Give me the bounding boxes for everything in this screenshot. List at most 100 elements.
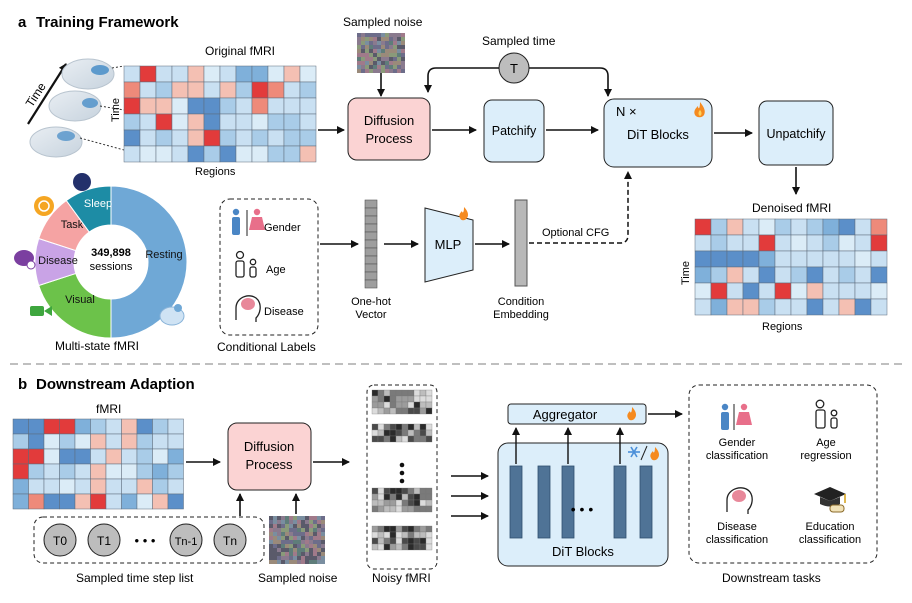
noisy-cell <box>383 525 391 533</box>
noisy-cell <box>383 395 391 403</box>
heatmap-cell <box>167 463 184 480</box>
noise-pixel <box>373 69 377 73</box>
noisy-cell <box>407 505 415 513</box>
heatmap-cell <box>167 418 184 435</box>
noise-pixel <box>369 69 373 73</box>
heatmap-cell <box>171 97 189 115</box>
noise-pixel <box>393 65 397 69</box>
heatmap-cell <box>59 463 76 480</box>
heatmap-cell <box>155 129 173 147</box>
heatmap-cell <box>854 218 872 236</box>
noisy-cell <box>395 423 403 431</box>
layer-to-aggregator-arrows <box>512 427 624 464</box>
noise-pixel <box>297 532 301 536</box>
heatmap-cell <box>152 478 169 495</box>
noise-pixel <box>321 552 325 556</box>
noise-pixel <box>305 556 309 560</box>
heatmap-cell <box>694 218 712 236</box>
slash-divider <box>640 445 648 461</box>
task-age-line2: regression <box>800 450 851 462</box>
heatmap-cell <box>167 493 184 510</box>
noise-pixel <box>381 61 385 65</box>
noise-pixel <box>389 69 393 73</box>
heatmap-cell <box>219 129 237 147</box>
noise-pixel <box>293 540 297 544</box>
noise-pixel <box>297 552 301 556</box>
heatmap-cell <box>28 478 45 495</box>
heatmap-cell <box>155 81 173 99</box>
noise-pixel <box>277 544 281 548</box>
noise-pixel <box>313 532 317 536</box>
noisy-cell <box>419 487 427 495</box>
section-a-title: Training Framework <box>36 14 179 31</box>
downstream-tasks-box <box>688 384 878 564</box>
noise-pixel <box>317 544 321 548</box>
heatmap-cell <box>774 250 792 268</box>
projection-line <box>99 105 125 111</box>
heatmap-cell <box>203 65 221 83</box>
heatmap-cell <box>187 145 205 163</box>
noise-pixel <box>313 528 317 532</box>
noisy-cell <box>371 429 379 437</box>
noisy-cell <box>383 389 391 397</box>
heatmap-cell <box>870 266 888 284</box>
heatmap-cell <box>28 493 45 510</box>
fmri-label: fMRI <box>96 402 121 416</box>
heatmap-cell <box>167 478 184 495</box>
denoised-regions-label: Regions <box>762 321 803 333</box>
heatmap-cell <box>123 113 141 131</box>
noisy-cell <box>383 435 391 443</box>
denoised-time-label: Time <box>680 261 692 285</box>
noise-pixel <box>293 524 297 528</box>
mlp-block <box>424 207 474 283</box>
noise-pixel <box>289 520 293 524</box>
heatmap-cell <box>742 250 760 268</box>
flame-icon <box>650 447 659 461</box>
noise-pixel <box>281 556 285 560</box>
heatmap-cell <box>74 478 91 495</box>
noise-pixel <box>365 65 369 69</box>
noise-pixel <box>293 560 297 564</box>
noise-pixel <box>273 548 277 552</box>
noise-pixel <box>277 528 281 532</box>
noise-pixel <box>397 53 401 57</box>
noisy-cell <box>401 531 409 539</box>
noise-pixel <box>377 65 381 69</box>
optional-cfg-arrow <box>529 171 632 244</box>
noise-pixel <box>357 45 361 49</box>
noise-pixel <box>313 560 317 564</box>
noise-pixel <box>317 524 321 528</box>
noise-pixel <box>365 45 369 49</box>
heatmap-cell <box>171 81 189 99</box>
noise-pixel <box>269 540 273 544</box>
conditional-labels-caption: Conditional Labels <box>217 340 316 354</box>
noise-pixel <box>321 516 325 520</box>
heatmap-cell <box>283 97 301 115</box>
noise-pixel <box>385 65 389 69</box>
brain-icon <box>29 126 83 158</box>
noise-pixel <box>393 45 397 49</box>
patchify-box <box>483 99 545 163</box>
noise-pixel <box>381 69 385 73</box>
heatmap-cell <box>123 65 141 83</box>
noise-pixel <box>365 33 369 37</box>
heatmap-cell <box>203 81 221 99</box>
noise-pixel <box>269 536 273 540</box>
heatmap-cell <box>74 448 91 465</box>
heatmap-cell <box>742 298 760 316</box>
noise-pixel <box>305 536 309 540</box>
noisy-cell <box>425 525 433 533</box>
noise-pixel <box>369 33 373 37</box>
heatmap-cell <box>171 65 189 83</box>
heatmap-cell <box>155 113 173 131</box>
noise-pixel <box>285 540 289 544</box>
noise-pixel <box>269 524 273 528</box>
heatmap-cell <box>105 463 122 480</box>
dit-label: DiT Blocks <box>627 127 689 142</box>
noisy-cell <box>407 429 415 437</box>
noise-pixel <box>377 45 381 49</box>
noise-pixel <box>393 37 397 41</box>
noise-pixel <box>301 556 305 560</box>
noise-pixel <box>301 536 305 540</box>
heatmap-cell <box>694 250 712 268</box>
